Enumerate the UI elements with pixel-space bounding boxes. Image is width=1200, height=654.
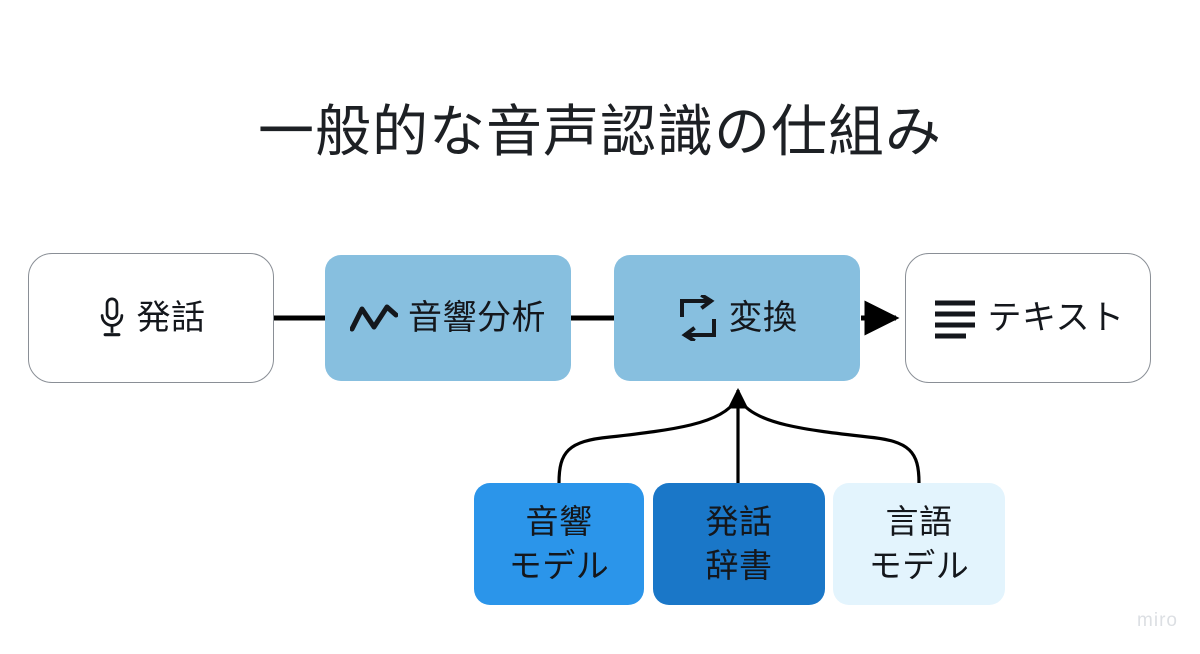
pipeline-node-acoustic-analysis[interactable]: 音響分析 (325, 255, 571, 381)
resource-node-acoustic-model[interactable]: 音響 モデル (474, 483, 644, 605)
microphone-icon (97, 297, 127, 339)
pipeline-node-convert[interactable]: 変換 (614, 255, 860, 381)
pipeline-node-utterance[interactable]: 発話 (28, 253, 274, 383)
resource-node-label-line1: 音響 (525, 502, 593, 540)
pipeline-node-label: 発話 (136, 299, 206, 337)
pipeline-node-label: テキスト (987, 299, 1125, 337)
resource-node-label-line1: 言語 (885, 502, 953, 540)
pipeline-node-label: 音響分析 (408, 299, 546, 337)
text-lines-icon (932, 295, 978, 341)
loop-icon (677, 295, 719, 341)
miro-watermark: miro (1137, 610, 1178, 631)
pipeline-node-label: 変換 (728, 299, 798, 337)
resource-node-label-line1: 発話 (705, 502, 773, 540)
resource-node-language-model[interactable]: 言語 モデル (833, 483, 1005, 605)
resource-node-label-line2: 辞書 (705, 547, 773, 584)
resource-node-utterance-dictionary[interactable]: 発話 辞書 (653, 483, 825, 605)
connector-language-model-curve (738, 398, 921, 485)
connector-acoustic-model-curve (557, 398, 738, 485)
resource-node-label-line2: モデル (508, 547, 610, 584)
waveform-icon (350, 303, 398, 333)
pipeline-node-text[interactable]: テキスト (905, 253, 1151, 383)
page-title: 一般的な音声認識の仕組み (258, 100, 942, 163)
resource-node-label-line2: モデル (868, 547, 970, 584)
